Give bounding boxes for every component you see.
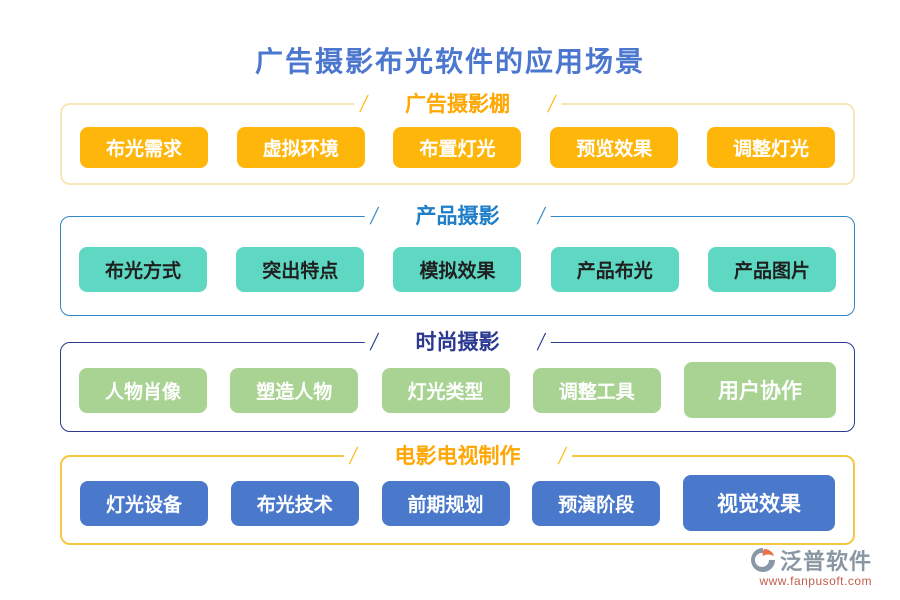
tag-button[interactable]: 灯光设备 [80, 480, 209, 526]
tag-button[interactable]: 布光需求 [80, 126, 209, 168]
tag-button[interactable]: 布光方式 [79, 246, 208, 292]
section-header: / 产品摄影 / [364, 201, 551, 230]
slash-decor-icon: / [357, 89, 370, 118]
button-row: 布光方式 突出特点 模拟效果 产品布光 产品图片 [61, 217, 854, 315]
slash-decor-icon: / [556, 441, 568, 470]
tag-button[interactable]: 调整灯光 [706, 126, 835, 168]
section-fashion-photo: / 时尚摄影 / 人物肖像 塑造人物 灯光类型 调整工具 用户协作 [60, 327, 855, 432]
button-row: 灯光设备 布光技术 前期规划 预演阶段 视觉效果 [62, 457, 853, 543]
tag-button[interactable]: 调整工具 [532, 367, 661, 413]
slash-decor-icon: / [368, 201, 380, 230]
button-row: 人物肖像 塑造人物 灯光类型 调整工具 用户协作 [61, 343, 854, 431]
brand-url: www.fanpusoft.com [759, 574, 872, 588]
tag-button[interactable]: 突出特点 [236, 246, 365, 292]
tag-button[interactable]: 产品图片 [707, 246, 836, 292]
section-header: / 广告摄影棚 / [353, 89, 562, 118]
section-title: 时尚摄影 [415, 330, 500, 354]
tag-button[interactable]: 布置灯光 [393, 126, 522, 168]
tag-button[interactable]: 用户协作 [684, 362, 836, 418]
section-ad-studio: / 广告摄影棚 / 布光需求 虚拟环境 布置灯光 预览效果 调整灯光 [60, 89, 855, 185]
section-film-tv: / 电影电视制作 / 灯光设备 布光技术 前期规划 预演阶段 视觉效果 [60, 441, 855, 545]
brand-watermark: 泛普软件 www.fanpusoft.com [750, 544, 872, 588]
slash-decor-icon: / [347, 441, 359, 470]
slash-decor-icon: / [535, 327, 547, 356]
tag-button[interactable]: 前期规划 [381, 480, 510, 526]
section-product-photo: / 产品摄影 / 布光方式 突出特点 模拟效果 产品布光 产品图片 [60, 201, 855, 316]
section-title: 电影电视制作 [394, 444, 521, 468]
tag-button[interactable]: 产品布光 [550, 246, 679, 292]
tag-button[interactable]: 布光技术 [230, 480, 359, 526]
tag-button[interactable]: 预览效果 [550, 126, 679, 168]
slash-decor-icon: / [546, 89, 558, 118]
tag-button[interactable]: 预演阶段 [532, 480, 661, 526]
tag-button[interactable]: 塑造人物 [230, 367, 359, 413]
page-title: 广告摄影布光软件的应用场景 [254, 47, 645, 78]
tag-button[interactable]: 人物肖像 [79, 367, 208, 413]
slash-decor-icon: / [368, 327, 380, 356]
section-title: 产品摄影 [415, 204, 500, 228]
slash-decor-icon: / [535, 201, 547, 230]
tag-button[interactable]: 视觉效果 [683, 475, 835, 531]
section-header: / 电影电视制作 / [343, 441, 572, 470]
section-header: / 时尚摄影 / [364, 327, 551, 356]
brand-name: 泛普软件 [779, 549, 872, 574]
section-title: 广告摄影棚 [405, 92, 510, 116]
tag-button[interactable]: 灯光类型 [381, 367, 510, 413]
tag-button[interactable]: 模拟效果 [393, 246, 522, 292]
fanpu-logo-icon [750, 547, 776, 573]
tag-button[interactable]: 虚拟环境 [236, 126, 365, 168]
button-row: 布光需求 虚拟环境 布置灯光 预览效果 调整灯光 [62, 105, 853, 183]
